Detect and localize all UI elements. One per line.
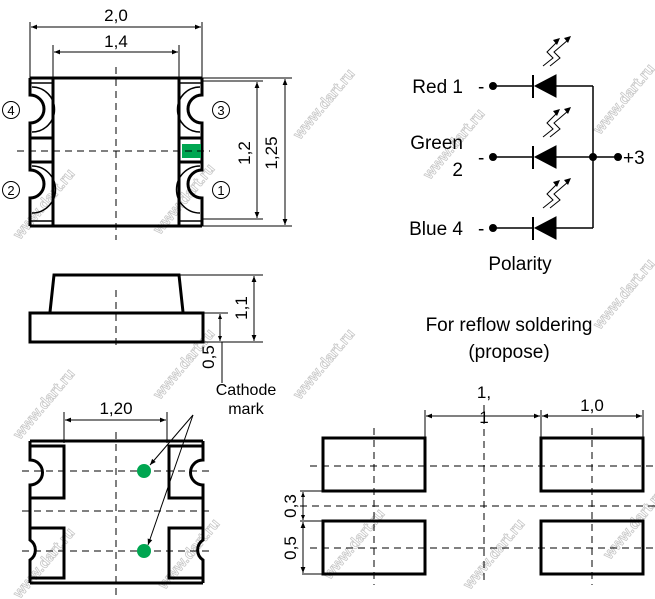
pin-3-circle (212, 101, 230, 119)
pin-1-circle (212, 181, 230, 199)
pin-1-label: 1 (217, 183, 224, 198)
footprint-labels: For reflow soldering (propose) 1, 1 1,0 … (281, 315, 604, 560)
side-view (28, 273, 263, 383)
terminal-dot (489, 224, 497, 232)
watermark: www.dart.ru (319, 506, 388, 584)
dim-pad-spacing-line2: 1 (479, 408, 488, 427)
pin-2-label: 2 (7, 183, 14, 198)
watermark: www.dart.ru (9, 366, 78, 444)
pin-4-circle (2, 101, 20, 119)
watermark: www.dart.ru (289, 326, 358, 404)
footprint-title-line2: (propose) (468, 342, 549, 363)
red-label: Red 1 (412, 77, 463, 98)
cathode-label-line1: Cathode (216, 382, 277, 399)
junction-dot (589, 153, 597, 161)
schematic-labels: Red 1 - Green 2 - Blue 4 - +3 Polarity (409, 77, 645, 275)
green-label-line2: 2 (452, 160, 463, 181)
dim-pad-width: 1,0 (580, 396, 604, 415)
dim-pad-gap: 0,3 (281, 494, 300, 518)
dim-bottom-width: 1,20 (99, 399, 132, 418)
side-view-labels: 1,1 0,5 (199, 296, 251, 369)
watermark: www.dart.ru (599, 486, 655, 564)
pin-4-label: 4 (7, 103, 14, 118)
footprint-view (300, 405, 655, 585)
polarity-schematic (489, 36, 622, 240)
dim-total-width: 2,0 (104, 6, 128, 25)
dim-inner-width: 1,4 (104, 32, 128, 51)
top-view (2, 22, 292, 240)
dim-pad-height: 0,5 (281, 536, 300, 560)
diode-red-icon (532, 74, 557, 98)
pin-3-label: 3 (217, 103, 224, 118)
watermark: www.dart.ru (289, 66, 358, 144)
light-emission-icon (542, 39, 569, 209)
blue-label: Blue 4 (409, 219, 463, 240)
bottom-view (22, 412, 210, 597)
watermark: www.dart.ru (9, 525, 78, 599)
common-anode-label: +3 (623, 148, 645, 169)
dim-base-height: 0,5 (199, 345, 218, 369)
watermark: www.dart.ru (589, 61, 655, 139)
dim-total-height: 1,1 (232, 296, 251, 320)
minus-sign: - (478, 219, 484, 240)
dim-height-total: 1,25 (262, 136, 281, 169)
polarity-title: Polarity (488, 254, 552, 275)
watermark: www.dart.ru (589, 256, 655, 334)
top-view-labels: 2,0 1,4 1,2 1,25 4 2 3 1 (7, 6, 281, 198)
green-label-line1: Green (410, 133, 463, 154)
bottom-view-labels: 1,20 Cathode mark (99, 382, 276, 418)
cathode-mark-dot (137, 544, 151, 558)
terminal-dot (489, 82, 497, 90)
dim-pad-spacing-line1: 1, (477, 383, 491, 402)
watermark: www.dart.ru (459, 516, 528, 594)
cathode-mark-dot (137, 464, 151, 478)
minus-sign: - (478, 148, 484, 169)
diode-green-icon (532, 145, 557, 169)
terminal-dot (489, 153, 497, 161)
diode-blue-icon (532, 216, 557, 240)
footprint-title-line1: For reflow soldering (426, 315, 593, 336)
cathode-label-line2: mark (228, 401, 265, 418)
pin-2-circle (2, 181, 20, 199)
minus-sign: - (478, 77, 484, 98)
dim-height-inner: 1,2 (235, 141, 254, 165)
terminal-dot (614, 153, 622, 161)
